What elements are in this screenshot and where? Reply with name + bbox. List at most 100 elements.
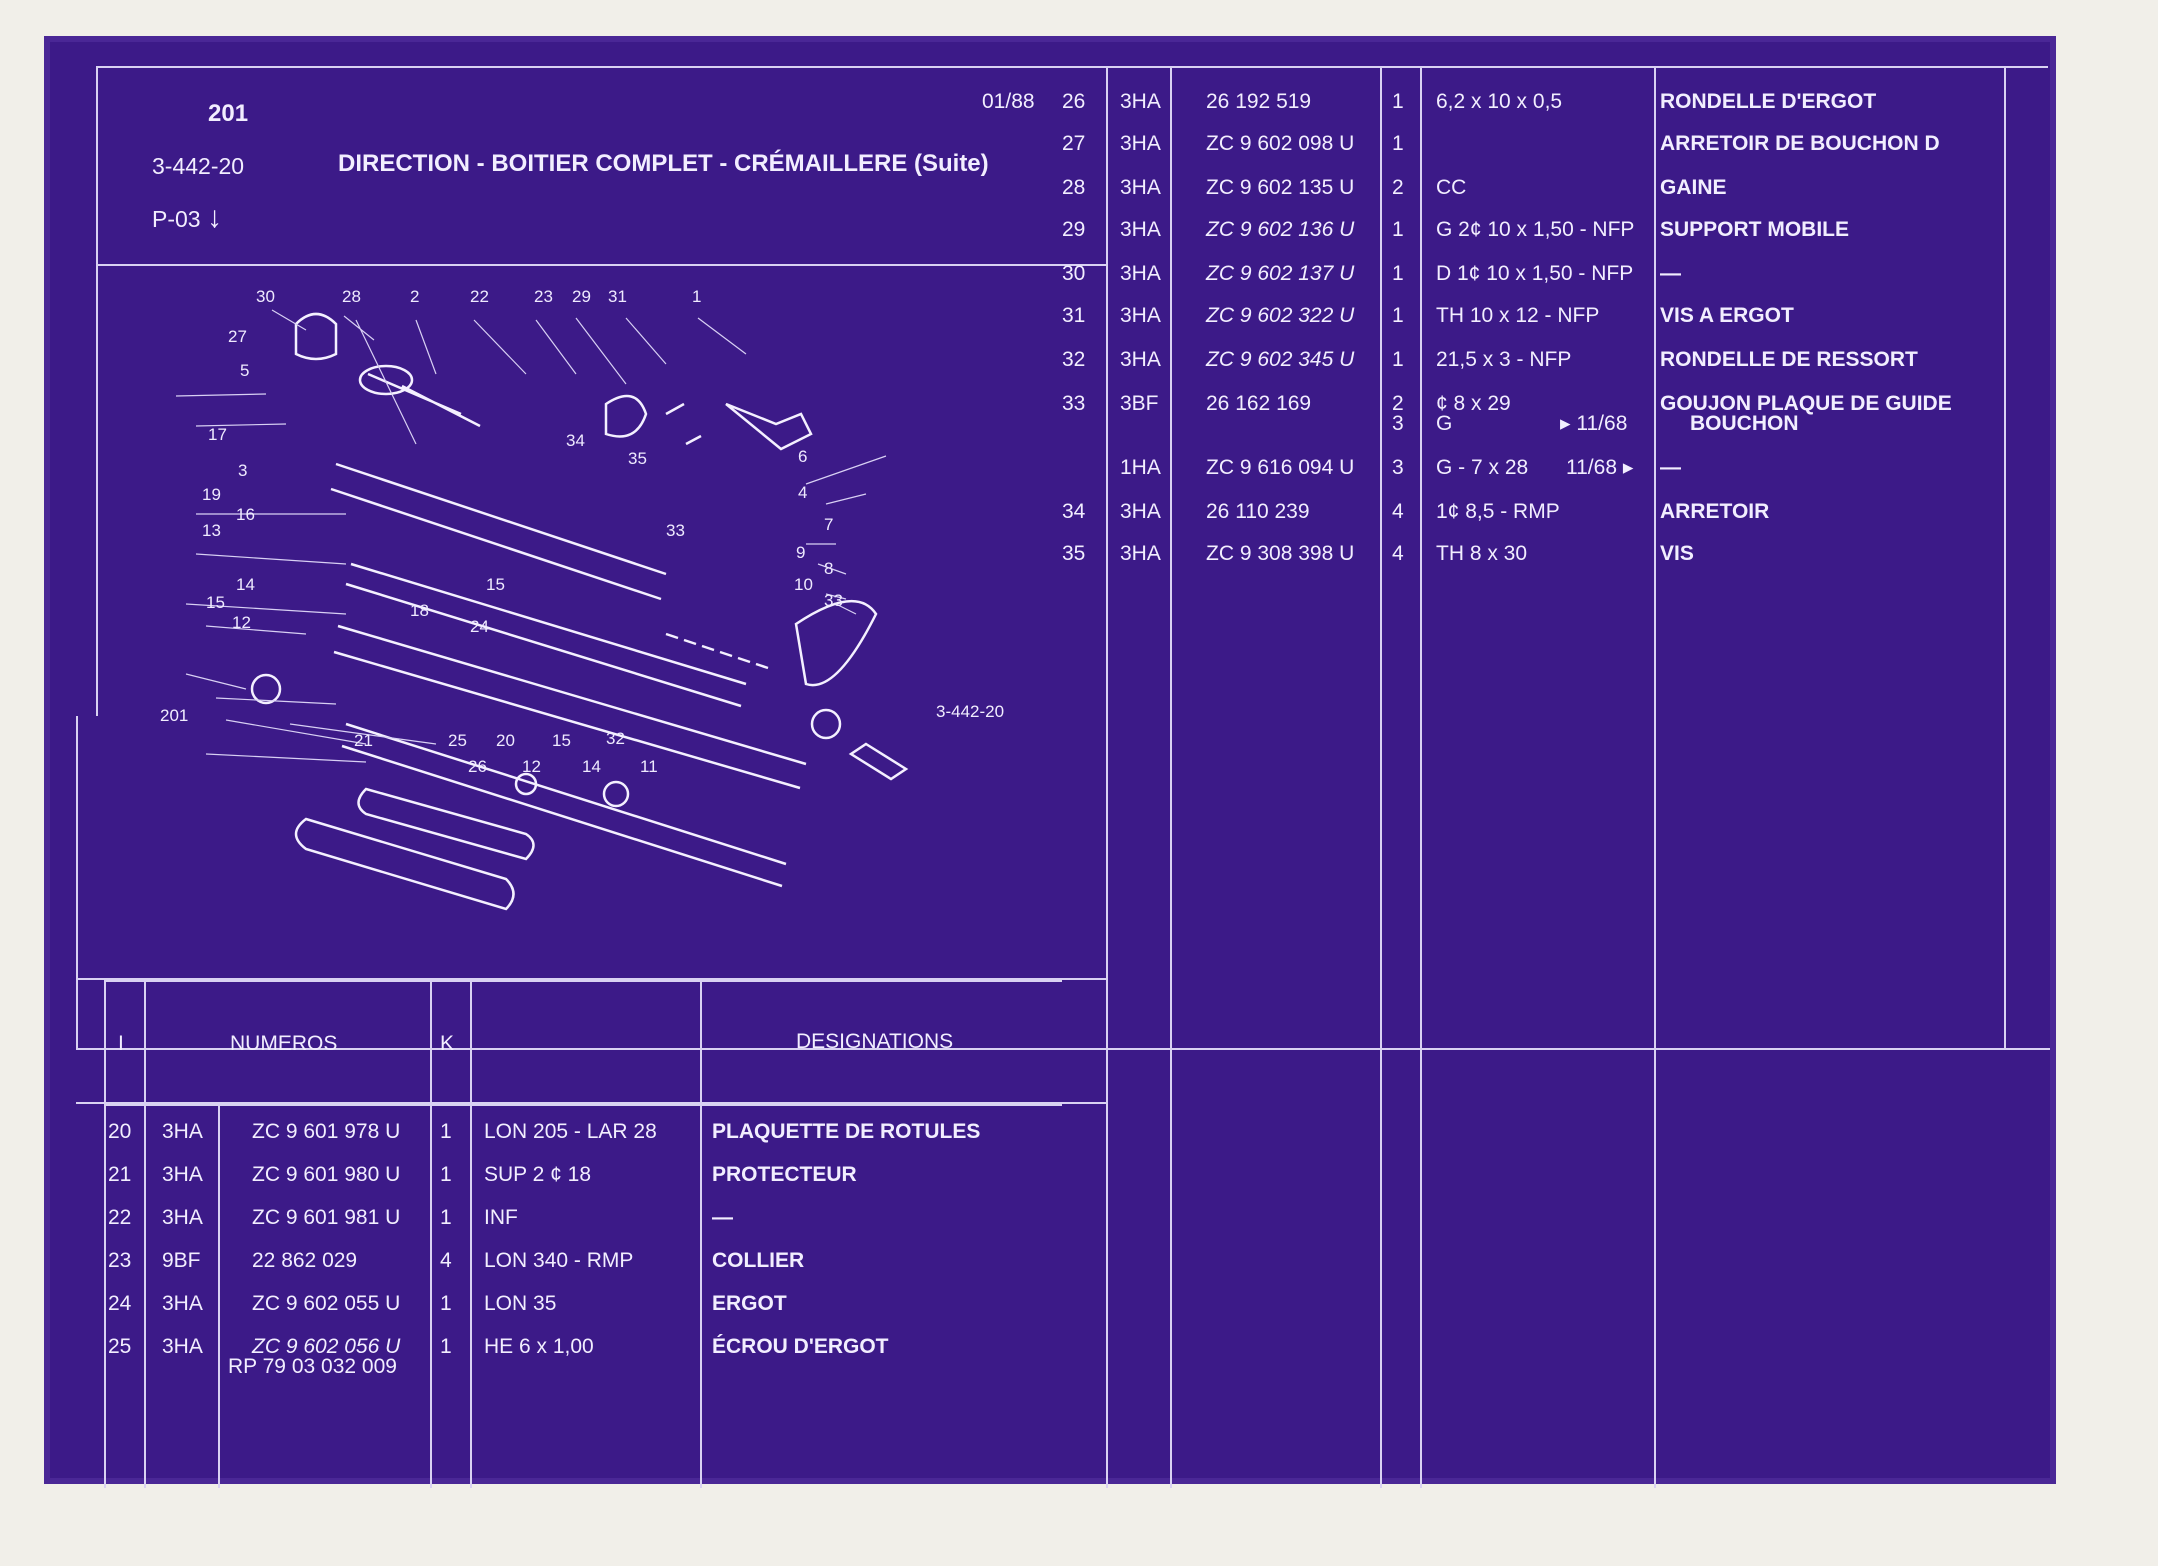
row-spec: 21,5 x 3 - NFP <box>1436 348 1572 371</box>
row-quantity: 1 <box>440 1206 452 1229</box>
center-divider <box>1106 66 1108 1050</box>
callout-28: 28 <box>342 287 361 306</box>
row-spec: TH 10 x 12 - NFP <box>1436 304 1600 327</box>
blueprint-plate: 201 3-442-20 DIRECTION - BOITIER COMPLET… <box>44 36 2056 1484</box>
row-part-number: ZC 9 616 094 U <box>1206 456 1355 479</box>
row-group: 3HA <box>162 1120 203 1143</box>
group-code: 3-442-20 <box>152 153 245 179</box>
callout-4: 4 <box>798 483 807 502</box>
row-index: 25 <box>108 1335 132 1358</box>
row-quantity: 2 <box>1392 176 1404 199</box>
row-part-number: ZC 9 602 136 U <box>1206 218 1355 241</box>
callout-17: 17 <box>208 425 227 444</box>
row-group: 3HA <box>1120 542 1161 565</box>
row-quantity: 1 <box>1392 262 1404 285</box>
row-designation: ARRETOIR DE BOUCHON D <box>1660 132 1940 155</box>
row-quantity: 1 <box>1392 218 1404 241</box>
row-spec: CC <box>1436 176 1467 199</box>
callout-11: 11 <box>640 757 658 776</box>
frame-left-upper <box>96 66 98 716</box>
row-index: 22 <box>108 1206 132 1229</box>
callout-35: 35 <box>628 449 647 468</box>
row-spec-alt: G <box>1436 412 1453 435</box>
figure-caption-right: 3-442-20 <box>936 702 1005 721</box>
frame-top <box>96 66 2048 68</box>
row-designation: RONDELLE DE RESSORT <box>1660 348 1918 371</box>
row-designation: COLLIER <box>712 1249 805 1272</box>
row-group: 3HA <box>162 1292 203 1315</box>
row-group: 3HA <box>1120 304 1161 327</box>
left-table-top-line <box>76 978 1106 980</box>
row-spec: LON 35 <box>484 1292 557 1315</box>
callout-23: 23 <box>534 287 553 306</box>
row-group: 3HA <box>1120 90 1161 113</box>
callout-9: 9 <box>796 543 805 562</box>
row-designation: SUPPORT MOBILE <box>1660 218 1850 241</box>
callout-5: 5 <box>240 361 249 380</box>
row-group: 3HA <box>1120 500 1161 523</box>
row-index: 29 <box>1062 218 1086 241</box>
callout-16: 16 <box>236 505 255 524</box>
row-index: 23 <box>108 1249 132 1272</box>
row-designation: RONDELLE D'ERGOT <box>1660 90 1877 113</box>
callout-15b: 15 <box>206 593 225 612</box>
row-group: 3BF <box>1120 392 1159 415</box>
callout-14: 14 <box>236 575 255 594</box>
callout-26: 26 <box>468 757 487 776</box>
callout-24: 24 <box>470 617 489 636</box>
row-spec: ¢ 8 x 29 <box>1436 392 1511 415</box>
frame-left-lower <box>76 716 78 1050</box>
row-part-number-alt: RP 79 03 032 009 <box>228 1355 397 1378</box>
row-designation: PLAQUETTE DE ROTULES <box>712 1120 981 1143</box>
callout-27: 27 <box>228 327 247 346</box>
row-part-number: ZC 9 602 345 U <box>1206 348 1355 371</box>
callout-29: 29 <box>572 287 591 306</box>
row-part-number: ZC 9 602 098 U <box>1206 132 1355 155</box>
row-quantity: 4 <box>1392 542 1404 565</box>
callout-33b: 33 <box>824 591 843 610</box>
plate-number: 201 <box>208 100 249 127</box>
row-designation: ERGOT <box>712 1292 787 1315</box>
row-date: 11/68 ▸ <box>1566 456 1634 479</box>
row-part-number: ZC 9 601 978 U <box>252 1120 401 1143</box>
callout-6: 6 <box>798 447 807 466</box>
row-part-number: 22 862 029 <box>252 1249 358 1272</box>
row-spec: SUP 2 ¢ 18 <box>484 1163 592 1186</box>
row-quantity-alt: 3 <box>1392 412 1404 435</box>
row-spec: HE 6 x 1,00 <box>484 1335 594 1358</box>
row-index: 21 <box>108 1163 132 1186</box>
row-group: 3HA <box>162 1206 203 1229</box>
row-index: 32 <box>1062 348 1086 371</box>
row-designation: ÉCROU D'ERGOT <box>712 1335 889 1358</box>
row-quantity: 1 <box>1392 304 1404 327</box>
row-quantity: 3 <box>1392 456 1404 479</box>
callout-15a: 15 <box>486 575 505 594</box>
callout-14b: 14 <box>582 757 601 776</box>
row-index: 24 <box>108 1292 132 1315</box>
header-divider <box>96 264 1106 266</box>
row-part-number: 26 192 519 <box>1206 90 1312 113</box>
row-designation: VIS <box>1660 542 1694 565</box>
row-group: 3HA <box>1120 348 1161 371</box>
callout-2: 2 <box>410 287 419 306</box>
row-part-number: ZC 9 602 055 U <box>252 1292 401 1315</box>
figure-caption-left: 201 <box>160 706 189 725</box>
exploded-diagram: 30 28 2 22 23 29 31 1 27 5 17 34 35 3 6 … <box>106 274 1098 911</box>
callout-7: 7 <box>824 515 833 534</box>
row-group: 9BF <box>162 1249 201 1272</box>
row-quantity: 1 <box>440 1120 452 1143</box>
callout-12a: 12 <box>232 613 251 632</box>
callout-25: 25 <box>448 731 467 750</box>
frame-right <box>2004 66 2006 1050</box>
page-ref: P-03 ↓ <box>152 203 222 233</box>
row-part-number: ZC 9 602 056 U <box>252 1335 401 1358</box>
callout-12b: 12 <box>522 757 541 776</box>
row-group: 3HA <box>1120 176 1161 199</box>
row-designation: PROTECTEUR <box>712 1163 857 1186</box>
row-spec: INF <box>484 1206 518 1229</box>
steering-rack-drawing: 30 28 2 22 23 29 31 1 27 5 17 34 35 3 6 … <box>175 287 909 911</box>
row-spec: LON 205 - LAR 28 <box>484 1120 657 1143</box>
callout-31: 31 <box>608 287 627 306</box>
down-arrow-icon: ↓ <box>206 201 222 234</box>
row-quantity: 2 <box>1392 392 1404 415</box>
